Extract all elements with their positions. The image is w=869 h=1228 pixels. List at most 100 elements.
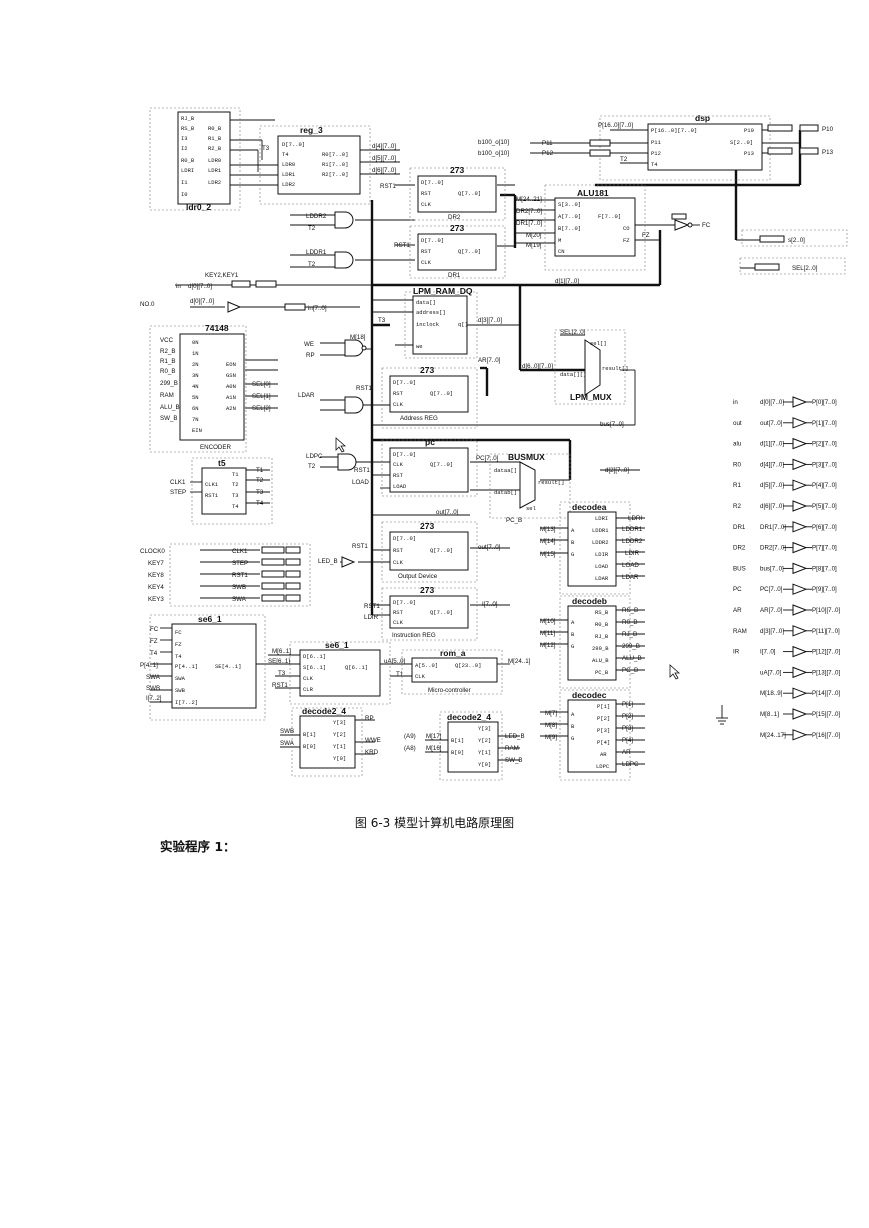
s-label: s[2..0] — [788, 237, 805, 244]
ar-label: Address REG — [400, 415, 438, 422]
svg-text:SWA: SWA — [146, 674, 161, 681]
probe-bus: d[0][7..0] — [760, 399, 784, 406]
svg-text:2N: 2N — [192, 361, 199, 368]
swa-label: SWA — [232, 596, 247, 603]
svg-text:T3: T3 — [256, 489, 264, 496]
probe-out: P[3][7..0] — [812, 461, 837, 468]
svg-text:WWE: WWE — [365, 737, 381, 744]
svg-text:in: in — [176, 283, 181, 290]
probe-bus: d[3][7..0] — [760, 628, 784, 635]
svg-text:LDIR: LDIR — [625, 550, 640, 557]
svg-text:RST1: RST1 — [364, 603, 380, 610]
svg-text:Q[7..0]: Q[7..0] — [430, 390, 453, 397]
probe-bus: d[1][7..0] — [760, 441, 784, 448]
clock-inputs: CLOCK0 KEY7 KEY8 KEY4 KEY3 CLK1 STEP RST… — [140, 543, 356, 607]
svg-text:LDPC: LDPC — [622, 761, 639, 768]
svg-text:SW_B: SW_B — [160, 415, 178, 422]
probe-out: P[7][7..0] — [812, 545, 837, 552]
probe-name: in — [733, 399, 738, 406]
svg-text:D[7..0]: D[7..0] — [393, 535, 416, 542]
svg-text:WE: WE — [304, 341, 314, 348]
svg-text:AR: AR — [622, 749, 631, 756]
outdev-title: 273 — [420, 521, 434, 531]
svg-text:R2_B: R2_B — [208, 145, 222, 152]
dr1-label: DR1 — [448, 272, 461, 279]
svg-text:T1: T1 — [232, 471, 239, 478]
svg-text:Q[6..1]: Q[6..1] — [345, 664, 368, 671]
svg-text:A1N: A1N — [226, 394, 236, 401]
svg-text:M[12]: M[12] — [540, 642, 556, 649]
svg-text:data[]: data[] — [416, 299, 436, 306]
svg-text:RST1: RST1 — [394, 242, 410, 249]
svg-text:AR: AR — [600, 751, 607, 758]
svg-text:P12: P12 — [542, 150, 554, 157]
svg-text:6N: 6N — [192, 405, 199, 412]
svg-text:LOAD: LOAD — [352, 479, 369, 486]
rst1-label: RST1 — [232, 572, 248, 579]
buffer-icon — [792, 458, 808, 471]
svg-text:S[6..1]: S[6..1] — [303, 664, 326, 671]
svg-text:B[0]: B[0] — [451, 749, 464, 756]
svg-text:T3: T3 — [262, 145, 270, 152]
svg-text:CLR: CLR — [303, 686, 314, 693]
svg-text:Y[3]: Y[3] — [333, 719, 346, 726]
svg-text:I2: I2 — [181, 145, 188, 152]
pc-title: pc — [425, 437, 435, 447]
svg-text:SWA: SWA — [175, 675, 186, 682]
svg-text:Q[7..0]: Q[7..0] — [458, 190, 481, 197]
svg-text:DR1[7..0]: DR1[7..0] — [516, 220, 542, 227]
svg-text:d[6..0][7..0]: d[6..0][7..0] — [522, 363, 553, 370]
probe-row: uA[7..0]P[13][7..0] — [760, 666, 840, 679]
svg-text:CLK: CLK — [393, 461, 404, 468]
probe-bus: uA[7..0] — [760, 669, 782, 676]
encoder-title: 74148 — [205, 323, 229, 333]
svg-text:Y[0]: Y[0] — [333, 755, 346, 762]
svg-text:address[]: address[] — [416, 309, 446, 316]
buffer-icon — [792, 541, 808, 554]
svg-text:AR[7..0]: AR[7..0] — [478, 357, 501, 364]
svg-text:T4: T4 — [232, 503, 239, 510]
svg-text:299_B: 299_B — [160, 380, 178, 387]
probe-out: P[8][7..0] — [812, 565, 837, 572]
ir-title: 273 — [420, 585, 434, 595]
probe-out: P[15][7..0] — [812, 711, 840, 718]
svg-text:T2: T2 — [232, 481, 239, 488]
svg-text:Y[2]: Y[2] — [478, 737, 491, 744]
dr1-title: 273 — [450, 223, 464, 233]
svg-text:T2: T2 — [308, 225, 316, 232]
svg-text:CN: CN — [558, 248, 565, 255]
svg-text:out[7..0]: out[7..0] — [436, 509, 459, 516]
svg-text:RS_B: RS_B — [595, 609, 609, 616]
svg-text:A: A — [571, 711, 575, 718]
probe-name: R2 — [733, 503, 741, 510]
svg-text:T2: T2 — [256, 477, 264, 484]
svg-text:SEL[1]: SEL[1] — [252, 393, 271, 400]
probe-out: P[1][7..0] — [812, 420, 837, 427]
svg-text:RST: RST — [393, 547, 404, 554]
svg-text:B[1]: B[1] — [451, 737, 464, 744]
svg-text:P[4]: P[4] — [597, 739, 610, 746]
svg-text:S[2..0]: S[2..0] — [730, 139, 753, 146]
svg-text:sel[]: sel[] — [590, 340, 607, 347]
svg-text:LDRI: LDRI — [181, 167, 194, 174]
svg-text:299_B: 299_B — [622, 643, 640, 650]
svg-text:RP: RP — [306, 352, 315, 359]
svg-text:FZ: FZ — [623, 237, 630, 244]
svg-text:R0_B: R0_B — [622, 619, 637, 626]
svg-text:bus[7..0]: bus[7..0] — [600, 421, 624, 428]
svg-text:PC[7..0]: PC[7..0] — [476, 455, 499, 462]
svg-text:T4: T4 — [651, 161, 658, 168]
svg-text:P[1]: P[1] — [622, 701, 633, 708]
probe-name: R0 — [733, 461, 741, 468]
svg-text:RST: RST — [393, 609, 404, 616]
buffer-icon — [792, 437, 808, 450]
